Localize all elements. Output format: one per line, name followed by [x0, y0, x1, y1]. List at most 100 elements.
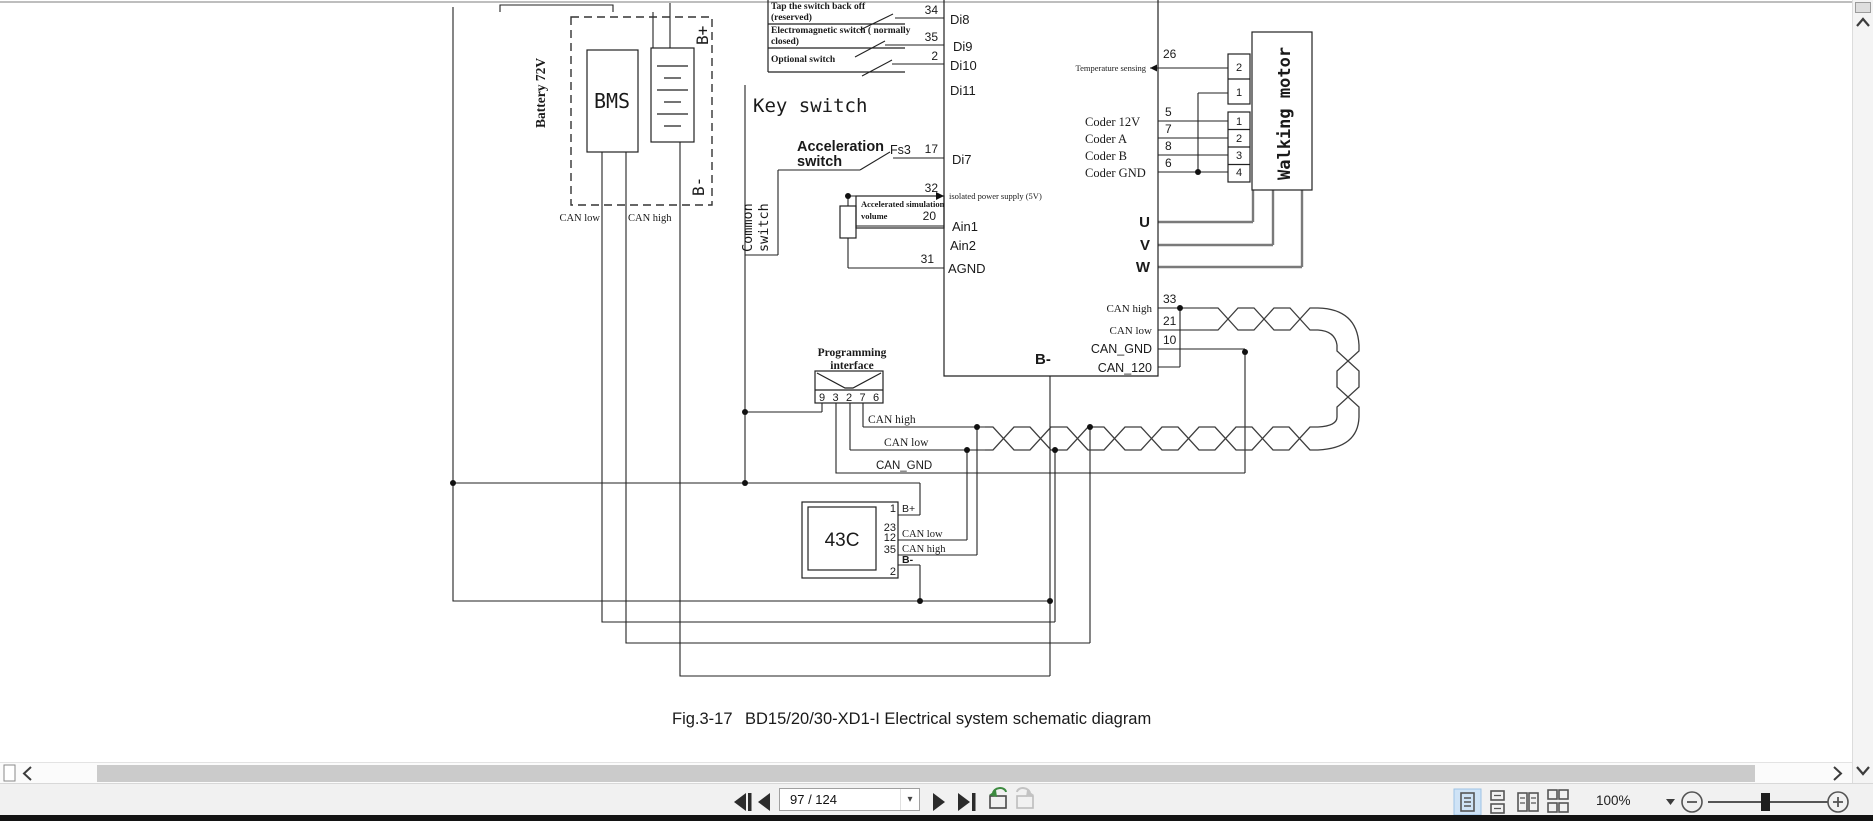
phase-wires — [1158, 190, 1304, 269]
bms-can-low-label: CAN low — [559, 213, 600, 224]
battery-plates — [657, 65, 688, 127]
junction-dots — [450, 64, 1248, 604]
scroll-down-icon[interactable] — [1855, 764, 1873, 778]
switch-row2-line2: closed) — [771, 36, 799, 47]
switch-bank-labels: Tap the switch back off (reserved) Elect… — [771, 2, 938, 65]
label-w: W — [1136, 259, 1151, 276]
potentiometer — [839, 205, 857, 239]
isolated-supply-label: isolated power supply (5V) — [949, 191, 1042, 201]
motor-pin-l1: 1 — [1236, 116, 1242, 128]
vertical-scrollbar[interactable] — [1852, 0, 1873, 783]
coder-12v-label: Coder 12V — [1085, 115, 1140, 129]
continuous-layout-button[interactable] — [1490, 790, 1505, 814]
motor-pin-l2: 2 — [1236, 133, 1242, 145]
zoom-level[interactable]: 100% — [1596, 793, 1631, 808]
u43c-bminus-label: B- — [902, 554, 914, 566]
single-page-layout-button[interactable] — [1453, 788, 1482, 815]
pin-6: 6 — [1165, 156, 1172, 170]
wires — [452, 3, 1246, 677]
motor-pin-u2: 2 — [1236, 62, 1242, 74]
pin-2: 2 — [931, 49, 938, 63]
programming-connector-detail — [815, 372, 883, 391]
common-switch-line1: Common — [740, 203, 756, 252]
zoom-dropdown-icon[interactable] — [1666, 799, 1675, 805]
continuous-facing-layout-button[interactable] — [1547, 789, 1569, 813]
zoom-out-button[interactable] — [1681, 791, 1703, 813]
scroll-right-icon[interactable] — [1830, 764, 1846, 784]
unit43c-outer-box — [801, 501, 899, 579]
motor-pin-l4: 4 — [1236, 167, 1242, 179]
label-di9: Di9 — [953, 39, 973, 54]
schematic-page: Battery 72V BMS B+ B- CAN low CAN high T… — [0, 0, 1852, 728]
next-page-button[interactable] — [933, 793, 945, 811]
walking-motor-box — [1251, 31, 1313, 191]
prog-pin-2: 2 — [846, 392, 852, 404]
unit43c-labels: 43C 1 23 12 35 2 B+ CAN low CAN high B- — [825, 503, 947, 578]
motor-labels: Walking motor 2 1 1 2 3 4 — [1236, 47, 1295, 180]
bus-can-gnd-label: CAN_GND — [876, 460, 932, 472]
battery-cell-box — [650, 47, 695, 143]
controller-right-labels: Temperature sensing 26 Coder 12V Coder A… — [1076, 47, 1177, 375]
bms-can-high-label: CAN high — [628, 213, 672, 224]
pin-31: 31 — [921, 252, 935, 266]
programming-labels: Programming interface 9 3 2 7 6 — [818, 347, 887, 404]
accel-volume-line1: Accelerated simulation — [861, 199, 945, 209]
prev-view-button[interactable] — [989, 787, 1007, 809]
zoom-slider[interactable] — [1708, 793, 1828, 811]
accel-volume-line2: volume — [861, 211, 888, 221]
hscroll-thumb[interactable] — [97, 765, 1755, 782]
first-page-button[interactable] — [734, 793, 752, 811]
battery-bminus-label: B- — [689, 177, 708, 196]
accel-volume-box — [855, 195, 945, 229]
zoom-slider-handle[interactable] — [1761, 793, 1770, 811]
ctrl-can-gnd-label: CAN_GND — [1091, 342, 1152, 356]
battery-label: Battery 72V — [533, 58, 548, 128]
u43c-pin-12: 12 — [884, 532, 896, 544]
window-bottom-bar — [0, 815, 1873, 821]
scroll-left-icon[interactable] — [22, 766, 32, 781]
pin-8: 8 — [1165, 139, 1172, 153]
switch-row1-line2: (reserved) — [771, 12, 812, 23]
programming-line1: Programming — [818, 347, 887, 359]
battery-labels: Battery 72V BMS B+ B- CAN low CAN high — [533, 26, 712, 224]
label-u: U — [1139, 214, 1150, 231]
switch-row2-line1: Electromagnetic switch ( normally — [771, 25, 911, 36]
u43c-pin-35: 35 — [884, 544, 896, 556]
coder-gnd-label: Coder GND — [1085, 166, 1146, 180]
zoom-in-button[interactable] — [1827, 791, 1849, 813]
pin-5: 5 — [1165, 105, 1172, 119]
acceleration-line2: switch — [797, 154, 842, 170]
battery-dashed-box — [570, 16, 713, 206]
unit43c-label: 43C — [825, 530, 860, 551]
page-number-value[interactable]: 97 / 124 — [790, 792, 837, 807]
coder-a-label: Coder A — [1085, 132, 1127, 146]
switch-row1-line1: Tap the switch back off — [771, 2, 866, 12]
scroll-up-icon[interactable] — [1855, 16, 1873, 30]
bms-box — [586, 49, 639, 153]
pin-10: 10 — [1163, 333, 1177, 347]
prog-pin-7: 7 — [859, 392, 865, 404]
next-view-button[interactable] — [1016, 787, 1034, 809]
page-number-combobox[interactable]: 97 / 124 ▾ — [779, 788, 920, 811]
facing-layout-button[interactable] — [1517, 792, 1539, 812]
last-page-button[interactable] — [958, 793, 976, 811]
bus-can-low-label: CAN low — [884, 437, 929, 449]
u43c-pin-2: 2 — [890, 566, 896, 578]
vscroll-thumb[interactable] — [1855, 2, 1871, 13]
ctrl-can-120-label: CAN_120 — [1098, 361, 1152, 375]
unit43c-inner-box — [807, 506, 877, 571]
motor-pin-l3: 3 — [1236, 150, 1242, 162]
label-di10: Di10 — [950, 58, 977, 73]
pin-7: 7 — [1165, 122, 1172, 136]
page-dropdown-icon[interactable]: ▾ — [900, 789, 919, 810]
bms-label: BMS — [594, 89, 630, 113]
temp-sensing-label: Temperature sensing — [1076, 63, 1147, 73]
page-corner-icon[interactable] — [3, 764, 16, 782]
label-b-minus: B- — [1035, 351, 1051, 368]
temp-arrow — [1150, 64, 1157, 72]
prev-page-button[interactable] — [758, 793, 770, 811]
horizontal-scrollbar[interactable] — [0, 762, 1852, 783]
motor-pin-u1: 1 — [1236, 87, 1242, 99]
battery-bplus-label: B+ — [693, 26, 712, 45]
